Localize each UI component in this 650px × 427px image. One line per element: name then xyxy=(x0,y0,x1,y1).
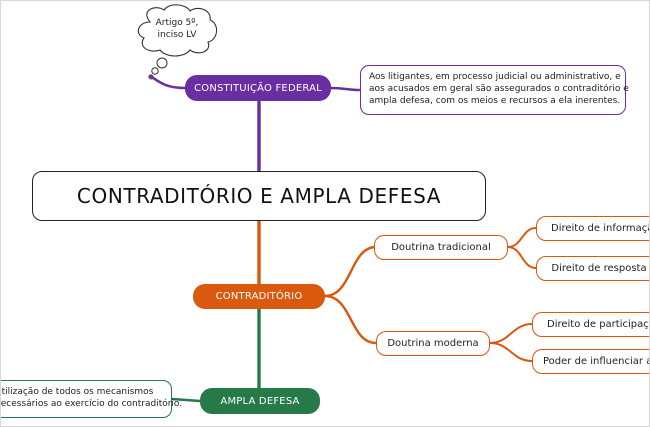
node-direito-resposta[interactable]: Direito de resposta xyxy=(536,256,650,281)
link-tradicional-informacao xyxy=(507,227,537,248)
link-moderna-participacao xyxy=(489,323,533,344)
ampla-defesa-note: Utilização de todos os mecanismos necess… xyxy=(0,380,183,418)
node-doutrina-tradicional[interactable]: Doutrina tradicional xyxy=(374,235,508,260)
node-ampla-defesa[interactable]: AMPLA DEFESA xyxy=(200,388,320,414)
constituicao-note-line-3: ampla defesa, com os meios e recursos a … xyxy=(369,96,621,106)
link-contraditorio-moderna xyxy=(323,294,378,345)
thought-cloud xyxy=(137,4,218,57)
cloud-line-2: inciso LV xyxy=(157,30,197,40)
link-tradicional-resposta xyxy=(507,246,537,269)
thought-bubble-1 xyxy=(156,57,168,69)
ampla-note-line-1: Utilização de todos os mecanismos xyxy=(0,387,154,397)
constituicao-note-line-1: Aos litigantes, em processo judicial ou … xyxy=(369,72,621,82)
cloud-note: Artigo 5º, inciso LV xyxy=(141,17,213,41)
node-direito-informacao[interactable]: Direito de informação xyxy=(536,216,650,241)
link-moderna-influenciar xyxy=(489,342,533,362)
link-constituicao-note xyxy=(328,86,362,92)
central-topic[interactable]: CONTRADITÓRIO E AMPLA DEFESA xyxy=(32,171,486,221)
link-contraditorio-tradicional xyxy=(323,245,378,298)
thought-bubble-2 xyxy=(151,67,159,75)
cloud-line-1: Artigo 5º, xyxy=(155,18,199,28)
node-doutrina-moderna[interactable]: Doutrina moderna xyxy=(376,331,490,356)
constituicao-note-line-2: aos acusados em geral são assegurados o … xyxy=(369,84,629,94)
link-ampla-note xyxy=(170,397,202,403)
constituicao-note: Aos litigantes, em processo judicial ou … xyxy=(360,65,629,115)
node-direito-participacao[interactable]: Direito de participação xyxy=(532,312,650,337)
ampla-note-line-2: necessários ao exercício do contraditóri… xyxy=(0,399,183,409)
link-constituicao-cloud xyxy=(148,74,187,90)
node-contraditorio[interactable]: CONTRADITÓRIO xyxy=(193,284,325,309)
node-constituicao-federal[interactable]: CONSTITUIÇÃO FEDERAL xyxy=(185,75,331,101)
node-poder-influenciar[interactable]: Poder de influenciar a decisão xyxy=(532,349,650,374)
